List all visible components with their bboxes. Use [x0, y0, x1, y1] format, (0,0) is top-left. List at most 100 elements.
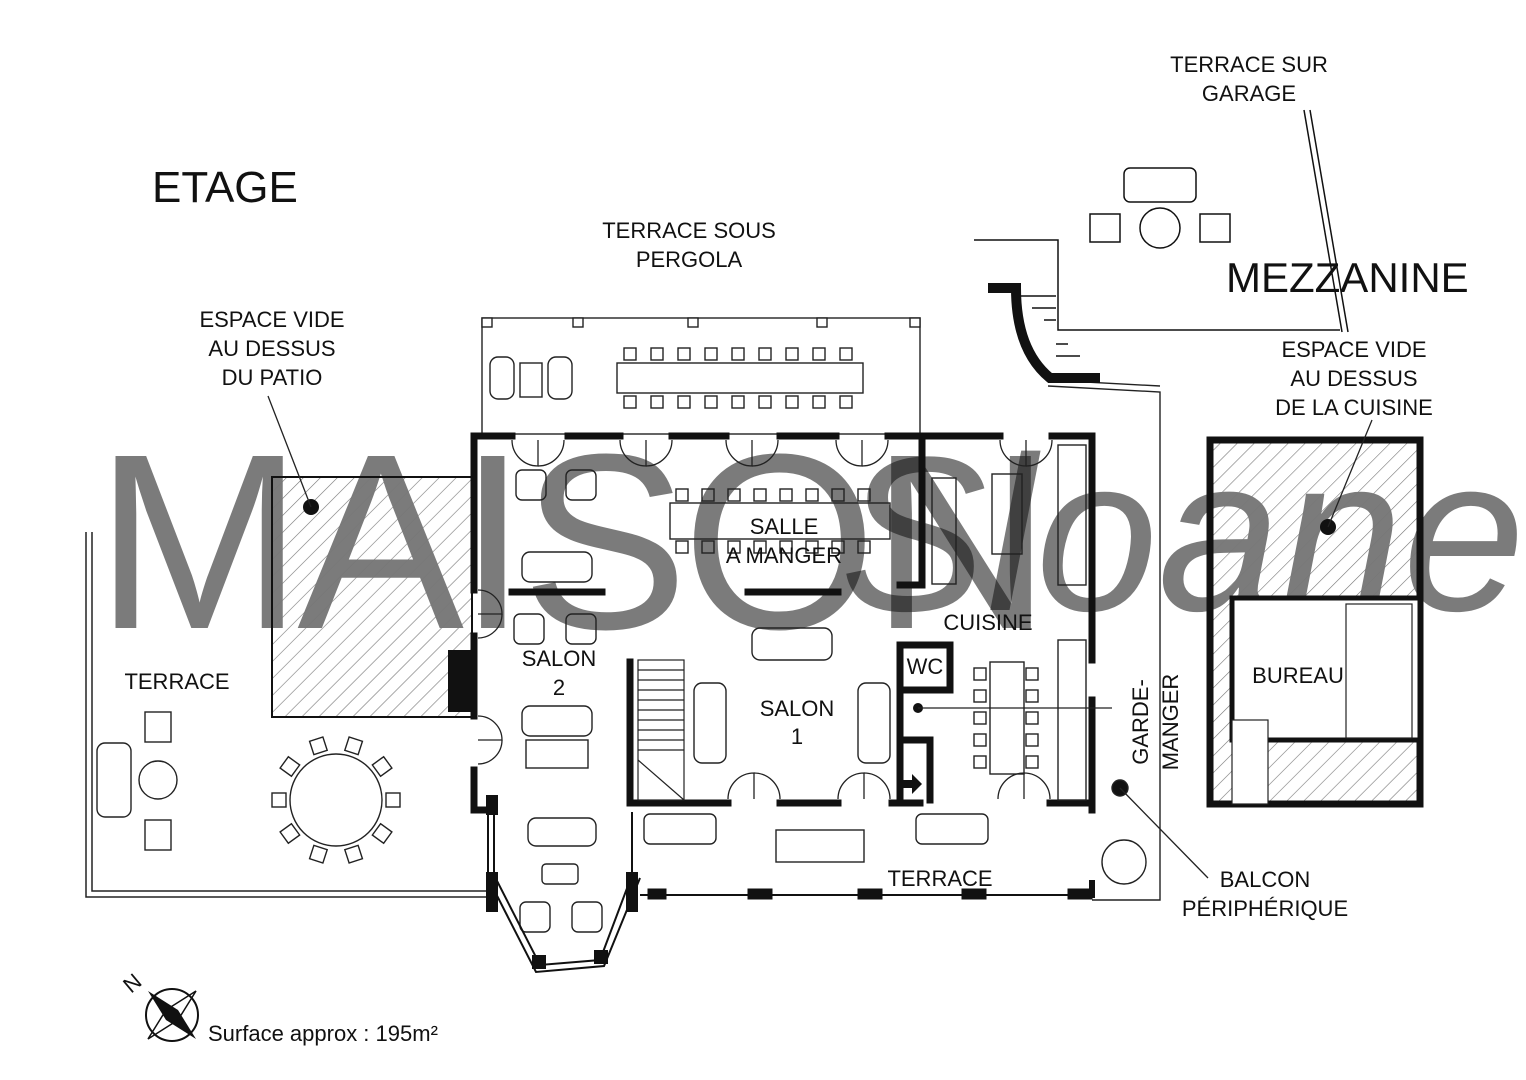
chair [279, 822, 301, 845]
door [753, 772, 781, 800]
chair [675, 540, 689, 554]
chair [704, 395, 718, 409]
door [537, 439, 565, 467]
chair [343, 844, 364, 864]
chair [371, 755, 393, 778]
label-salon2-1: SALON [522, 646, 597, 671]
door [619, 439, 647, 467]
door [477, 739, 503, 765]
watermark-text-main: MAISON [95, 402, 1045, 681]
chair [677, 395, 691, 409]
chair [1025, 689, 1039, 703]
chair [271, 792, 287, 808]
door [751, 439, 779, 467]
bay-posts [486, 795, 638, 969]
chair [805, 488, 819, 502]
label-salon1-1: SALON [760, 696, 835, 721]
label-pergola-2: PERGOLA [636, 247, 743, 272]
chair [1025, 755, 1039, 769]
door [511, 439, 539, 467]
void-above-patio [267, 395, 474, 718]
chair [973, 689, 987, 703]
door [725, 439, 753, 467]
label-void-patio-2: AU DESSUS [208, 336, 335, 361]
chair [753, 540, 767, 554]
chair [1025, 667, 1039, 681]
door [727, 772, 755, 800]
label-wc: WC [907, 654, 944, 679]
chair [704, 347, 718, 361]
chair [973, 733, 987, 747]
chair [812, 347, 826, 361]
mezzanine-block [1206, 419, 1424, 808]
label-garage-1: TERRACE SUR [1170, 52, 1328, 77]
mezzanine-title: MEZZANINE [1226, 254, 1469, 301]
label-garde-1: GARDE- [1128, 679, 1153, 765]
door [477, 613, 503, 639]
label-salon1-2: 1 [791, 724, 803, 749]
surface-note: Surface approx : 195m² [208, 1021, 438, 1046]
chair [623, 395, 637, 409]
arrow-icon [898, 774, 922, 794]
main-walls [470, 432, 1096, 814]
label-void-kitchen-1: ESPACE VIDE [1281, 337, 1426, 362]
dining-table [669, 488, 891, 554]
chair [973, 711, 987, 725]
chair [831, 540, 845, 554]
label-void-kitchen-2: AU DESSUS [1290, 366, 1417, 391]
chair [343, 736, 364, 756]
pergola-terrace [481, 317, 921, 435]
chair [839, 347, 853, 361]
compass-icon [145, 988, 199, 1042]
chair [753, 488, 767, 502]
left-terrace-furniture [96, 711, 401, 864]
chair [308, 844, 329, 864]
chair [308, 736, 329, 756]
door [477, 715, 503, 741]
chair [385, 792, 401, 808]
chair [279, 755, 301, 778]
chair [857, 488, 871, 502]
chair [779, 540, 793, 554]
chair [650, 347, 664, 361]
mezzanine-stair [974, 109, 1349, 383]
chair [805, 540, 819, 554]
chair [831, 488, 845, 502]
door [863, 772, 891, 800]
compass-n-label: N [118, 968, 146, 997]
door [1025, 439, 1053, 467]
label-bureau: BUREAU [1252, 663, 1344, 688]
chair [1025, 733, 1039, 747]
chair [857, 540, 871, 554]
chair [839, 395, 853, 409]
door [999, 439, 1027, 467]
label-cuisine: CUISINE [943, 610, 1032, 635]
chair [758, 347, 772, 361]
chair [701, 488, 715, 502]
label-balcon-1: BALCON [1220, 867, 1310, 892]
chair [731, 395, 745, 409]
label-void-kitchen-3: DE LA CUISINE [1275, 395, 1433, 420]
door [997, 772, 1025, 800]
chair [727, 540, 741, 554]
label-salle-1: SALLE [750, 514, 819, 539]
chair [973, 667, 987, 681]
label-garde-2: MANGER [1158, 674, 1183, 771]
chair [675, 488, 689, 502]
chair [1025, 711, 1039, 725]
chair [727, 488, 741, 502]
label-terrace-left: TERRACE [124, 669, 229, 694]
kitchen-counters [931, 444, 1087, 801]
chair [785, 395, 799, 409]
door [1023, 772, 1051, 800]
left-terrace-outline [85, 532, 486, 898]
chair [650, 395, 664, 409]
chair [371, 822, 393, 845]
chair [701, 540, 715, 554]
door [837, 772, 865, 800]
door [861, 439, 889, 467]
chair [812, 395, 826, 409]
door [477, 589, 503, 615]
label-void-patio-3: DU PATIO [222, 365, 323, 390]
